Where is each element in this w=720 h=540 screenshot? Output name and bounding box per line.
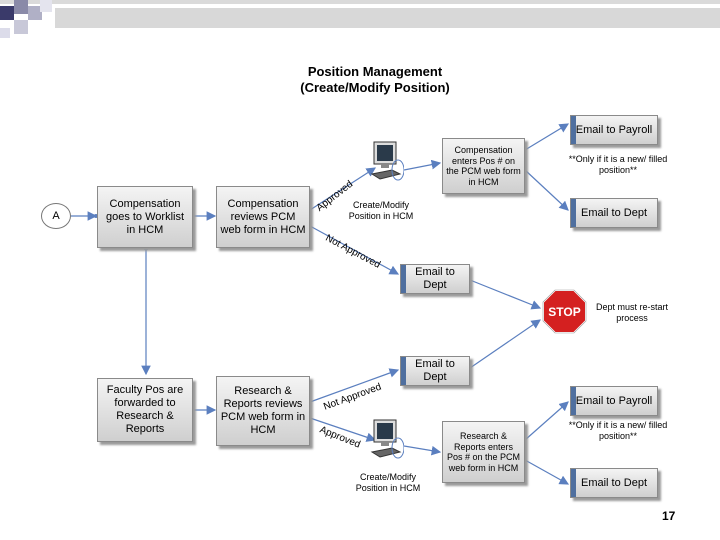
email-dept-bottom-text: Email to Dept bbox=[580, 476, 648, 489]
stop-sign-text: STOP bbox=[548, 305, 580, 319]
rr-reviews-box: Research & Reports reviews PCM web form … bbox=[216, 376, 310, 446]
title-line-1: Position Management bbox=[307, 64, 443, 79]
rr-reviews-text: Research & Reports reviews PCM web form … bbox=[220, 385, 306, 436]
email-payroll-bottom: Email to Payroll bbox=[570, 386, 658, 416]
corner-decoration bbox=[0, 0, 720, 38]
create-modify-label-bottom: Create/Modify Position in HCM bbox=[355, 472, 421, 493]
comp-worklist-box: Compensation goes to Worklist in HCM bbox=[97, 186, 193, 248]
email-dept-mid-1: Email to Dept bbox=[400, 264, 470, 294]
stop-sign-icon: STOP bbox=[542, 289, 587, 334]
rr-enters-text: Research & Reports enters Pos # on the P… bbox=[446, 431, 521, 473]
email-dept-mid-2: Email to Dept bbox=[400, 356, 470, 386]
email-dept-top: Email to Dept bbox=[570, 198, 658, 228]
comp-reviews-text: Compensation reviews PCM web form in HCM bbox=[220, 197, 306, 236]
email-dept-top-text: Email to Dept bbox=[580, 206, 648, 219]
email-dept-bottom: Email to Dept bbox=[570, 468, 658, 498]
comp-reviews-box: Compensation reviews PCM web form in HCM bbox=[216, 186, 310, 248]
diagram-title: Position Management (Create/Modify Posit… bbox=[240, 64, 510, 96]
computer-icon bbox=[370, 419, 404, 459]
comp-enters-box: Compensation enters Pos # on the PCM web… bbox=[442, 138, 525, 194]
only-if-note-top: **Only if it is a new/ filled position** bbox=[568, 154, 668, 175]
faculty-text: Faculty Pos are forwarded to Research & … bbox=[106, 384, 184, 435]
title-line-2: (Create/Modify Position) bbox=[300, 80, 450, 95]
email-payroll-top-text: Email to Payroll bbox=[575, 123, 653, 136]
comp-worklist-text: Compensation goes to Worklist in HCM bbox=[105, 197, 185, 236]
rr-enters-box: Research & Reports enters Pos # on the P… bbox=[442, 421, 525, 483]
only-if-note-bottom: **Only if it is a new/ filled position** bbox=[568, 420, 668, 441]
email-payroll-top: Email to Payroll bbox=[570, 115, 658, 145]
computer-icon bbox=[370, 141, 404, 181]
page-number: 17 bbox=[662, 509, 676, 523]
start-connector-a: A bbox=[41, 203, 71, 229]
email-dept-mid-2-text: Email to Dept bbox=[415, 358, 455, 383]
email-payroll-bottom-text: Email to Payroll bbox=[575, 394, 653, 407]
comp-enters-text: Compensation enters Pos # on the PCM web… bbox=[446, 145, 521, 187]
email-dept-mid-1-text: Email to Dept bbox=[415, 266, 455, 291]
create-modify-label-top: Create/Modify Position in HCM bbox=[348, 200, 414, 221]
dept-restart-note: Dept must re-start process bbox=[595, 302, 669, 323]
faculty-box: Faculty Pos are forwarded to Research & … bbox=[97, 378, 193, 442]
